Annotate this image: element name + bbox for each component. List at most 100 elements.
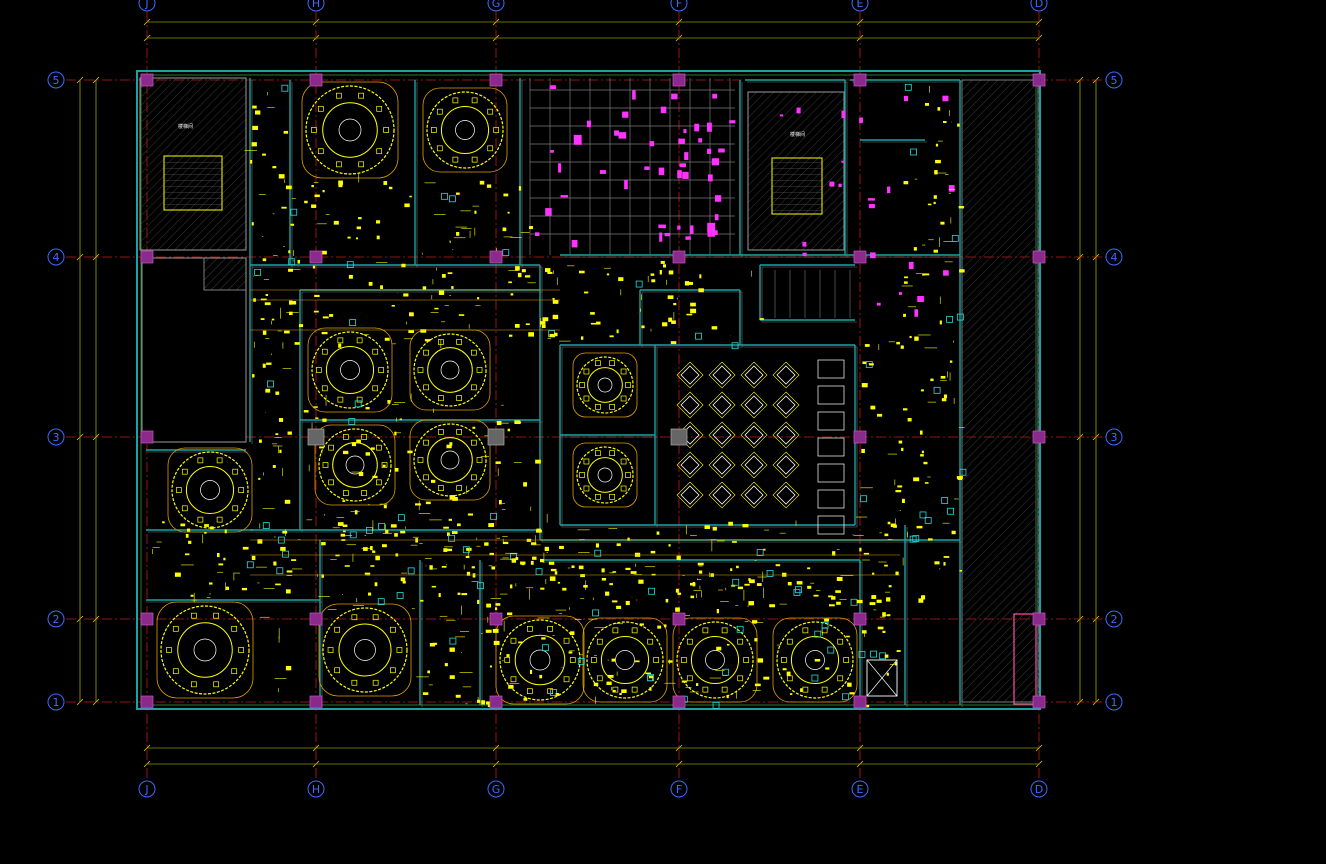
grid-axis-label-row: 2 [53,613,60,626]
downlight [493,640,500,646]
downlight [400,577,406,582]
downlight [260,298,267,301]
service-equipment [869,252,876,259]
downlight [370,546,373,551]
private-room-frame [156,601,254,699]
downlight [432,642,438,645]
downlight [748,601,754,606]
downlight [387,400,391,404]
downlight [252,125,259,130]
structural-column [140,695,154,709]
dining-chair [438,395,444,401]
lazy-susan [529,649,551,671]
grid-axis-bubble [1030,0,1048,12]
dining-chair [680,657,687,663]
square-table-chairs [708,391,736,419]
downlight [451,531,458,534]
downlight [322,316,329,319]
dining-chair [361,490,367,496]
downlight [959,269,965,273]
downlight [209,582,213,585]
downlight [466,571,471,576]
grid-axis-label-row: 1 [53,696,60,709]
structural-column [672,612,686,626]
downlight [521,269,526,273]
kitchen-equipment [550,150,554,153]
downlight [370,565,375,567]
downlight [825,667,830,670]
square-table [744,395,764,415]
downlight [304,200,308,204]
dining-chair [583,458,590,465]
downlight [916,525,923,529]
air-vent [281,84,289,92]
downlight [934,170,938,175]
downlight [180,523,186,527]
downlight [489,665,492,668]
service-equipment [779,114,784,117]
service-equipment [903,95,909,102]
round-table-outline [305,85,395,175]
dining-chair [721,627,728,634]
downlight [279,449,282,454]
round-table-outline [426,91,504,169]
downlight [289,311,293,315]
round-table-top [514,634,566,686]
dining-chair [452,156,459,163]
structural-column-large [670,428,688,446]
dining-chair [686,638,693,645]
downlight [321,574,324,578]
downlight [447,532,450,537]
downlight [921,595,926,600]
downlight [358,217,362,220]
air-vent [933,386,941,394]
air-vent [441,192,448,200]
downlight [485,629,492,633]
dining-chair [417,367,424,373]
square-table-chairs [772,361,800,389]
downlight [898,440,903,444]
downlight [365,452,370,456]
dining-chair [609,493,615,500]
downlight [486,184,492,188]
downlight [262,258,267,262]
dining-chair [213,681,219,688]
grid-axis-bubble [1105,248,1123,266]
downlight [420,599,424,602]
kitchen-equipment [614,130,619,136]
grid-axis-label-col: E [857,783,864,796]
downlight [188,540,192,544]
downlight [335,554,340,557]
structural-column [309,73,323,87]
dining-chair [786,638,793,645]
downlight [913,247,917,251]
downlight [927,203,932,206]
lazy-susan [440,360,460,380]
downlight [394,468,399,472]
lazy-susan [345,455,365,475]
downlight [491,566,496,570]
dining-chair [238,647,244,653]
square-table [744,485,764,505]
square-table [712,365,732,385]
air-vent [956,313,964,321]
dining-chair [737,638,744,645]
grid-axis-bubble [138,0,156,12]
downlight [438,290,445,295]
downlight [217,552,220,558]
downlight [441,565,447,568]
square-table-chairs [676,361,704,389]
grid-axis-label-col: G [492,783,501,796]
kitchen-equipment [707,122,712,132]
service-equipment [802,241,807,247]
downlight [887,521,891,525]
dining-chair [436,108,443,115]
downlight [935,159,941,164]
grid-axis-bubble [138,780,156,798]
grid-axis-label-col: G [492,0,501,10]
downlight [763,548,766,551]
dining-chair [213,612,219,619]
downlight [351,442,357,447]
downlight [590,312,595,315]
